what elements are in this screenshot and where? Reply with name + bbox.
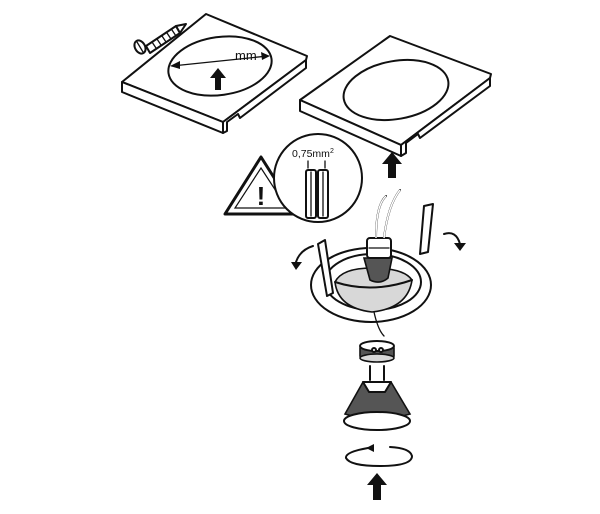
arrow-up-icon [210, 68, 226, 90]
arrow-up-icon [367, 473, 387, 500]
rotate-arrow-icon [291, 245, 314, 270]
lamp-connector [359, 311, 395, 363]
rotate-arrow-icon [443, 232, 466, 251]
warning-symbol: ! [257, 181, 266, 211]
ceiling-panel-cut [299, 35, 492, 157]
downlight-fitting [310, 189, 434, 323]
cable-spec-label: 0,75mm2 [292, 148, 334, 160]
mr16-lamp [343, 365, 412, 431]
arrow-up-icon [382, 152, 402, 178]
measure-label: mm [235, 48, 257, 63]
cable-spec-callout: 0,75mm2 [273, 133, 363, 223]
screw-icon [133, 23, 187, 55]
ceiling-panel-measure: mm [121, 13, 308, 134]
retaining-clip [345, 444, 413, 467]
